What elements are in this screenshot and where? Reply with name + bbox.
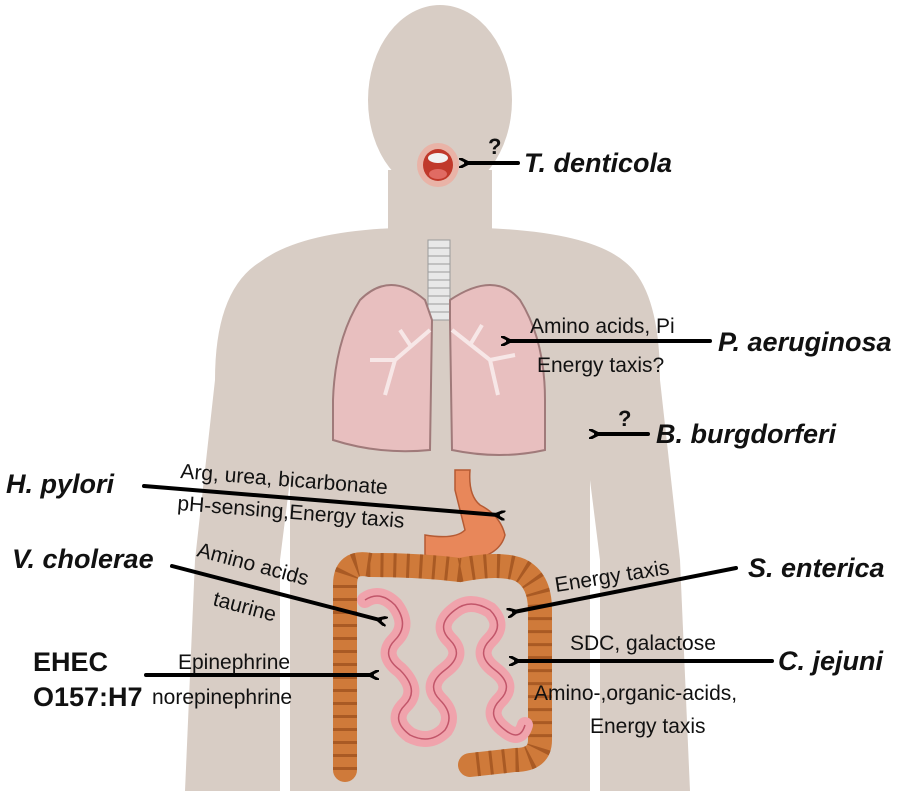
trachea xyxy=(428,240,450,320)
c-jejuni-cue-2: Amino-,organic-acids, xyxy=(534,682,737,705)
ehec-cue-2: norepinephrine xyxy=(152,686,292,709)
c-jejuni-cue-1: SDC, galactose xyxy=(570,632,716,655)
mouth-illustration xyxy=(417,143,459,187)
b-burgdorferi-question-mark: ? xyxy=(618,406,631,431)
h-pylori-label: H. pylori xyxy=(6,469,115,499)
v-cholerae-label: V. cholerae xyxy=(12,544,154,574)
c-jejuni-label: C. jejuni xyxy=(778,646,884,676)
p-aeruginosa-cue-2: Energy taxis? xyxy=(537,354,664,377)
p-aeruginosa-cue-1: Amino acids, Pi xyxy=(530,315,675,338)
t-denticola-label: T. denticola xyxy=(524,148,672,178)
ehec-cue-1: Epinephrine xyxy=(178,651,290,674)
ehec-label-line-1: EHEC xyxy=(33,647,108,677)
c-jejuni-cue-3: Energy taxis xyxy=(590,715,706,738)
p-aeruginosa-label: P. aeruginosa xyxy=(718,327,892,357)
t-denticola-question-mark: ? xyxy=(488,134,501,159)
b-burgdorferi-label: B. burgdorferi xyxy=(656,419,836,449)
s-enterica-label: S. enterica xyxy=(748,553,885,583)
ehec-label-line-2: O157:H7 xyxy=(33,682,143,712)
